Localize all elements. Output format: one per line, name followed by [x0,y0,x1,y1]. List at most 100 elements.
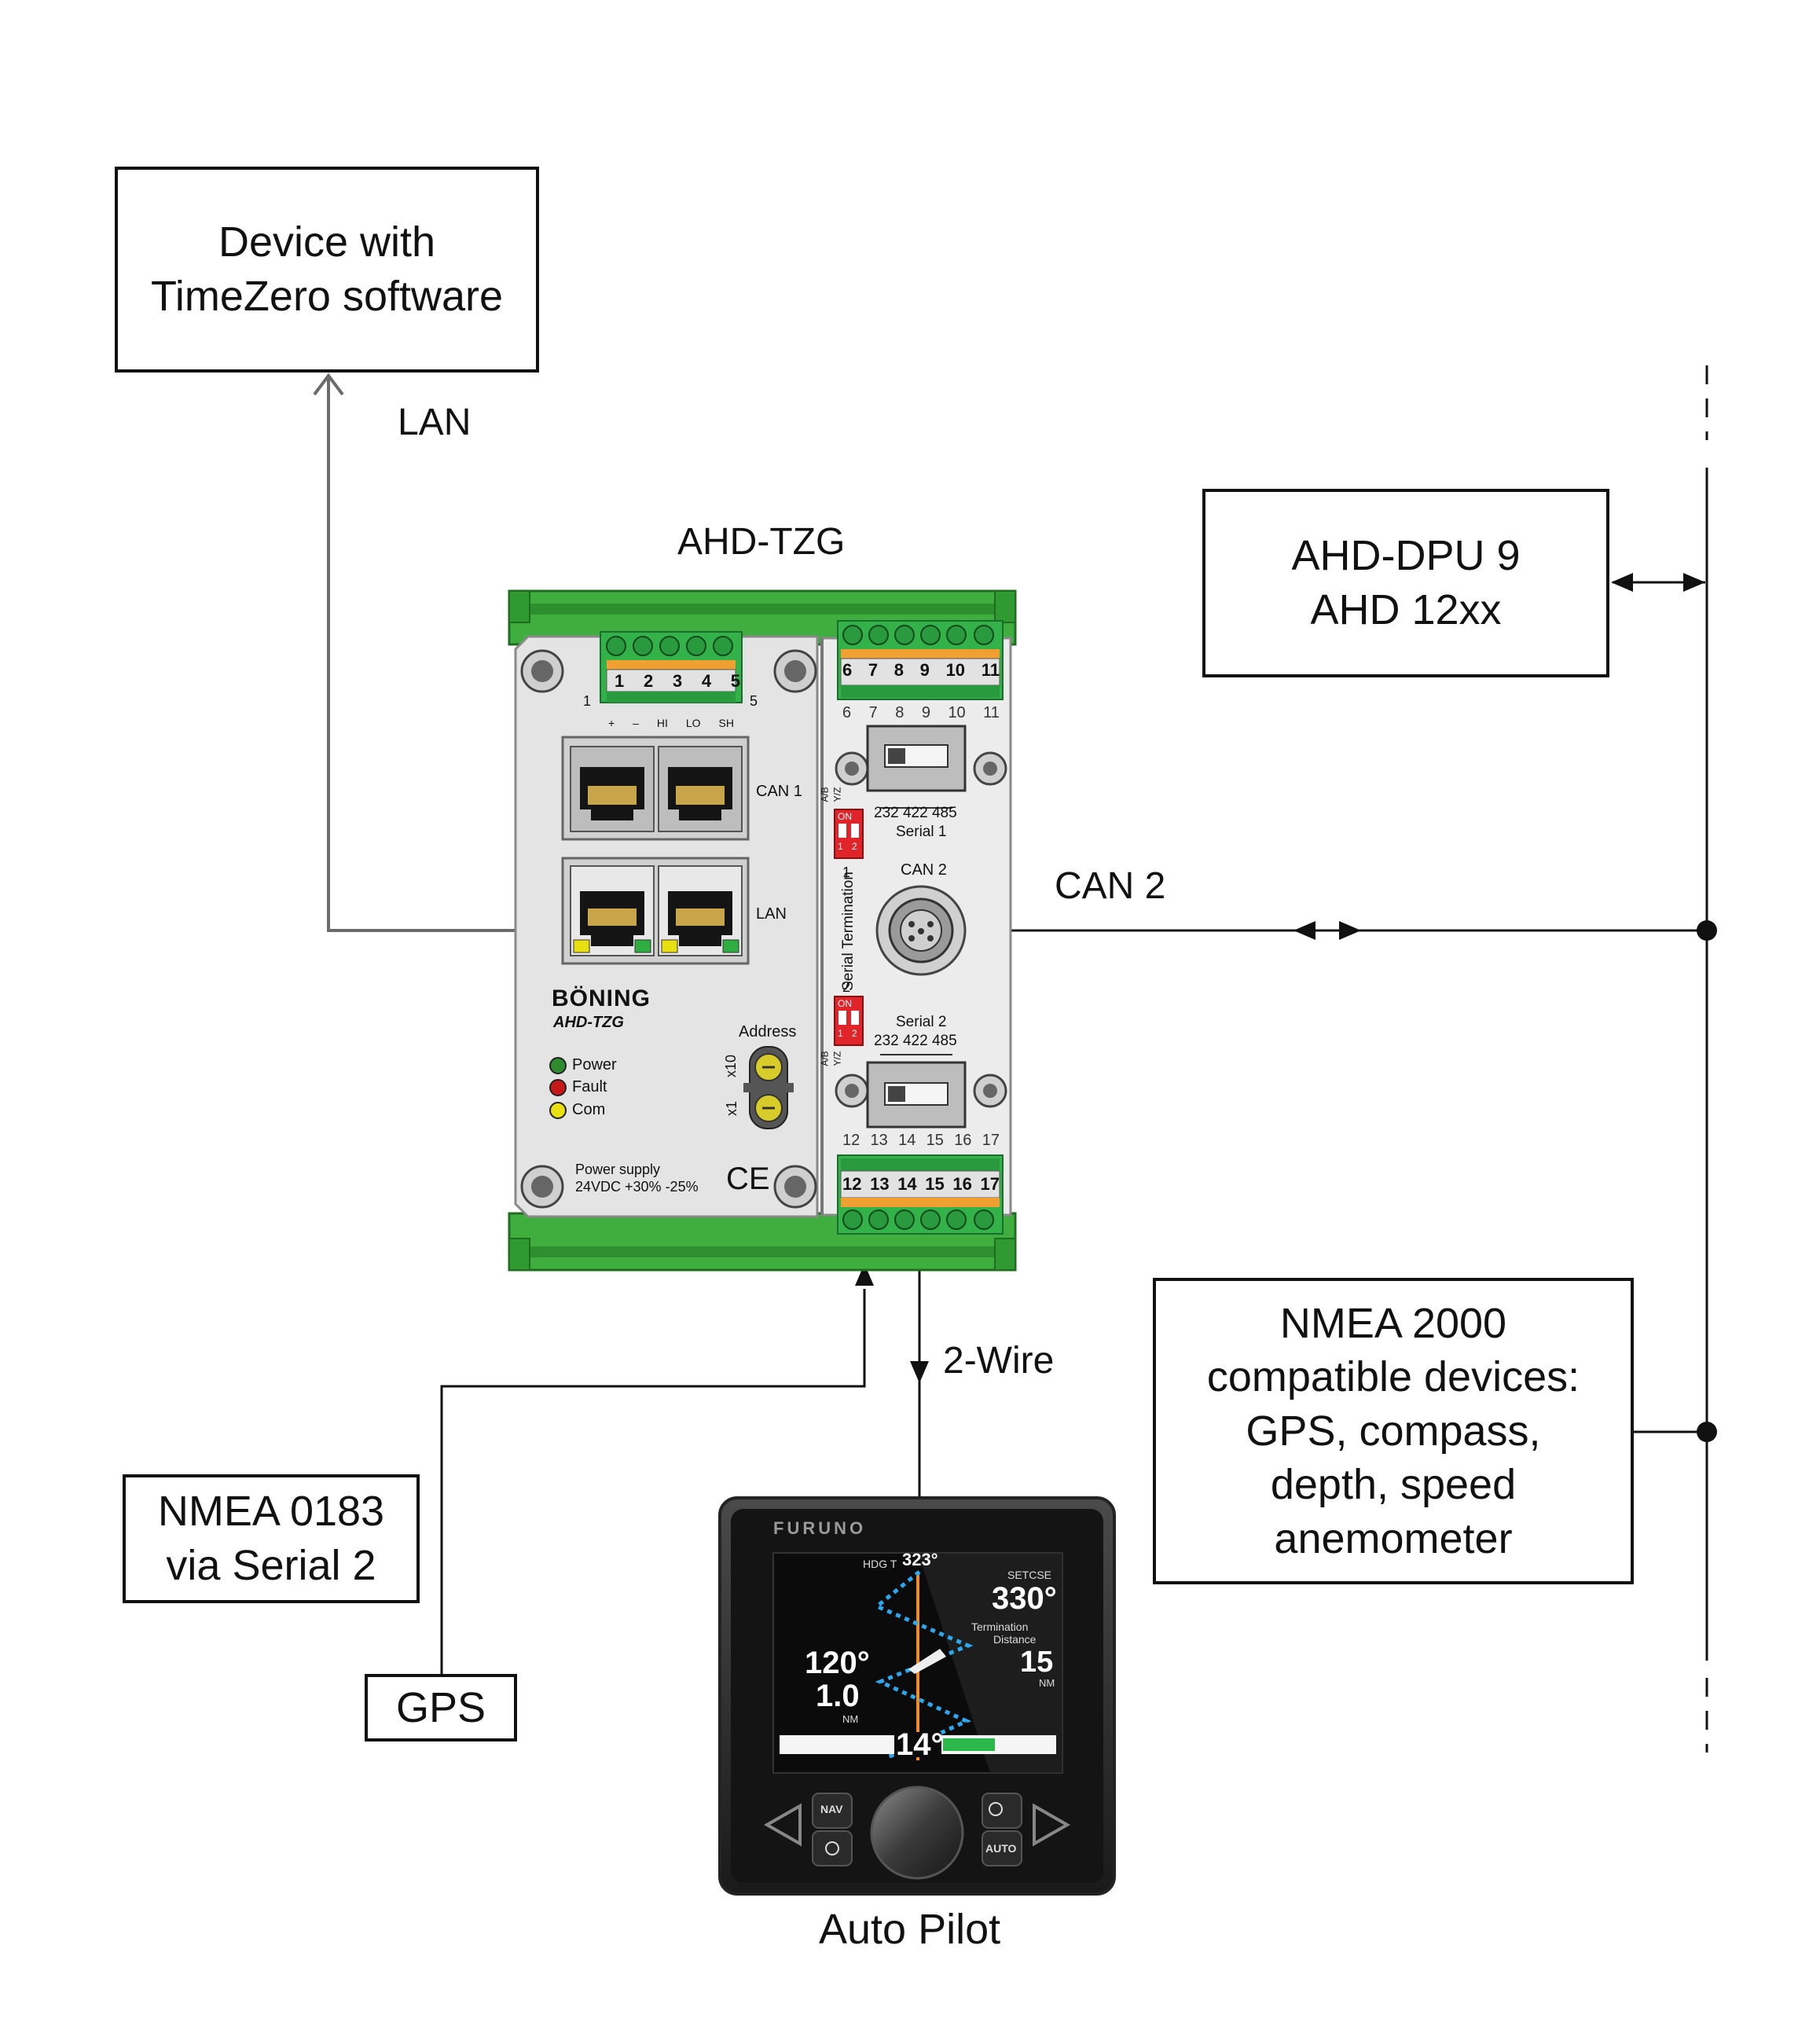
nmea0183-line1: NMEA 0183 [157,1488,385,1536]
setcse-label: SETCSE [1007,1569,1052,1581]
dip2-pos2: 2 [852,1028,857,1039]
nmea2000-line5: anemometer [1274,1514,1513,1562]
terminal-num: 15 [925,1174,945,1194]
terminal-num: 12 [842,1132,860,1149]
serial1-modes: 232 422 485 [874,805,957,821]
hdg-label: HDG T [863,1558,897,1570]
terminal-num: 9 [919,660,930,680]
terminal-num: 1 [615,671,625,691]
switch-yz-label: Y/Z [831,787,843,802]
rotary-knob-icon [870,1786,964,1880]
fault-led-icon [549,1079,567,1096]
signal-label: + [608,717,615,729]
power-supply-line2: 24VDC +30% -25% [575,1179,699,1195]
terminal-num: 7 [868,660,879,680]
termination-unit: NM [1039,1677,1055,1689]
terminal-end-1: 1 [583,693,592,709]
dip1-on-label: ON [838,811,852,822]
lan-port-label: LAN [756,905,787,923]
termination-line2: Distance [993,1633,1037,1646]
address-switches [743,1046,794,1129]
terminal-num: 12 [842,1174,862,1194]
dpu-line2: AHD 12xx [1310,586,1502,633]
dip2-on-label: ON [838,998,852,1009]
terminal-num: 9 [921,704,930,721]
nmea2000-line2: compatible devices: [1206,1353,1580,1401]
auto-button-label: AUTO [985,1842,1017,1855]
terminal-num: 8 [895,704,904,721]
can1-port-label: CAN 1 [756,783,802,800]
terminal-num: 2 [643,671,654,691]
switch-yz-label: Y/Z [831,1051,843,1066]
device-title: AHD-TZG [677,521,846,563]
ahd-tzg-device [508,589,1017,1272]
left-angle-value: 120° [805,1646,870,1680]
two-wire-connection [910,1234,929,1499]
can2-port-label: CAN 2 [901,861,947,879]
right-top-terminal-numbers: 6 7 8 9 10 11 [842,660,1000,681]
fault-led-label: Fault [572,1078,607,1096]
terminal-block-1-5 [600,631,743,703]
top-terminal-numbers: 1 2 3 4 5 [615,671,740,692]
terminal-num: 15 [926,1132,944,1149]
timezero-line2: TimeZero software [150,273,504,320]
power-icon [825,1841,839,1855]
right-bottom-terminal-numbers: 12 13 14 15 16 17 [842,1174,1000,1195]
terminal-end-5: 5 [750,693,758,709]
serial2-modes: 232 422 485 [874,1033,957,1049]
gps-box: GPS [365,1674,517,1742]
terminal-num: 11 [981,660,1000,680]
switch-ab-label: A/B [819,1051,831,1066]
serial1-slide-switch [866,725,967,809]
timezero-line1: Device with [218,218,436,266]
nmea2000-line1: NMEA 2000 [1279,1299,1507,1347]
termination-line1: Termination [971,1620,1029,1633]
termination-value: 15 [1020,1646,1054,1679]
terminal-num: 16 [954,1132,972,1149]
right-bottom-terminal-labels: 12 13 14 15 16 17 [842,1132,1000,1150]
power-led-label: Power [572,1056,617,1074]
serial2-slide-switch [866,1054,967,1129]
dip1-pos1: 1 [838,841,843,852]
lan-ports [561,857,750,965]
gps-label: GPS [395,1683,486,1731]
address-x10-label: x10 [723,1054,739,1078]
nmea0183-line2: via Serial 2 [166,1542,376,1589]
signal-label: – [633,717,639,729]
terminal-num: 17 [980,1174,1000,1194]
termination-1-label: 1 [842,864,851,880]
terminal-num: 17 [982,1132,1000,1149]
furuno-logo: FURUNO [773,1518,867,1538]
terminal-num: 4 [701,671,712,691]
address-x1-label: x1 [724,1100,740,1117]
ce-mark: CE [726,1162,770,1196]
brand-logo: BÖNING [552,985,651,1011]
signal-label: SH [718,717,734,729]
com-led-icon [549,1102,567,1119]
terminal-num: 7 [868,704,878,721]
nmea2000-line4: depth, speed [1270,1461,1517,1509]
terminal-num: 14 [898,1132,916,1149]
nav-button-label: NAV [820,1803,843,1815]
signal-label: HI [656,717,668,729]
dip2-pos1: 1 [838,1028,843,1039]
dip1-pos2: 2 [852,841,857,852]
terminal-num: 14 [897,1174,917,1194]
settings-icon [989,1802,1003,1816]
autopilot-unit [718,1496,1116,1896]
dpu-box: AHD-DPU 9 AHD 12xx [1202,489,1609,677]
autopilot-label: Auto Pilot [819,1906,1001,1953]
lan-label: LAN [398,402,472,443]
nmea0183-connection [440,1264,874,1675]
dpu-connection [1611,573,1705,592]
can1-ports [561,736,750,841]
nmea2000-devices-box: NMEA 2000 compatible devices: GPS, compa… [1153,1278,1634,1584]
nmea2000-line3: GPS, compass, [1246,1407,1541,1455]
timezero-device-box: Device with TimeZero software [115,167,539,373]
terminal-num: 13 [870,1132,888,1149]
right-top-terminal-labels: 6 7 8 9 10 11 [842,704,1000,722]
terminal-num: 3 [672,671,683,691]
serial-termination-label: Serial Termination [839,872,857,991]
terminal-num: 16 [952,1174,972,1194]
